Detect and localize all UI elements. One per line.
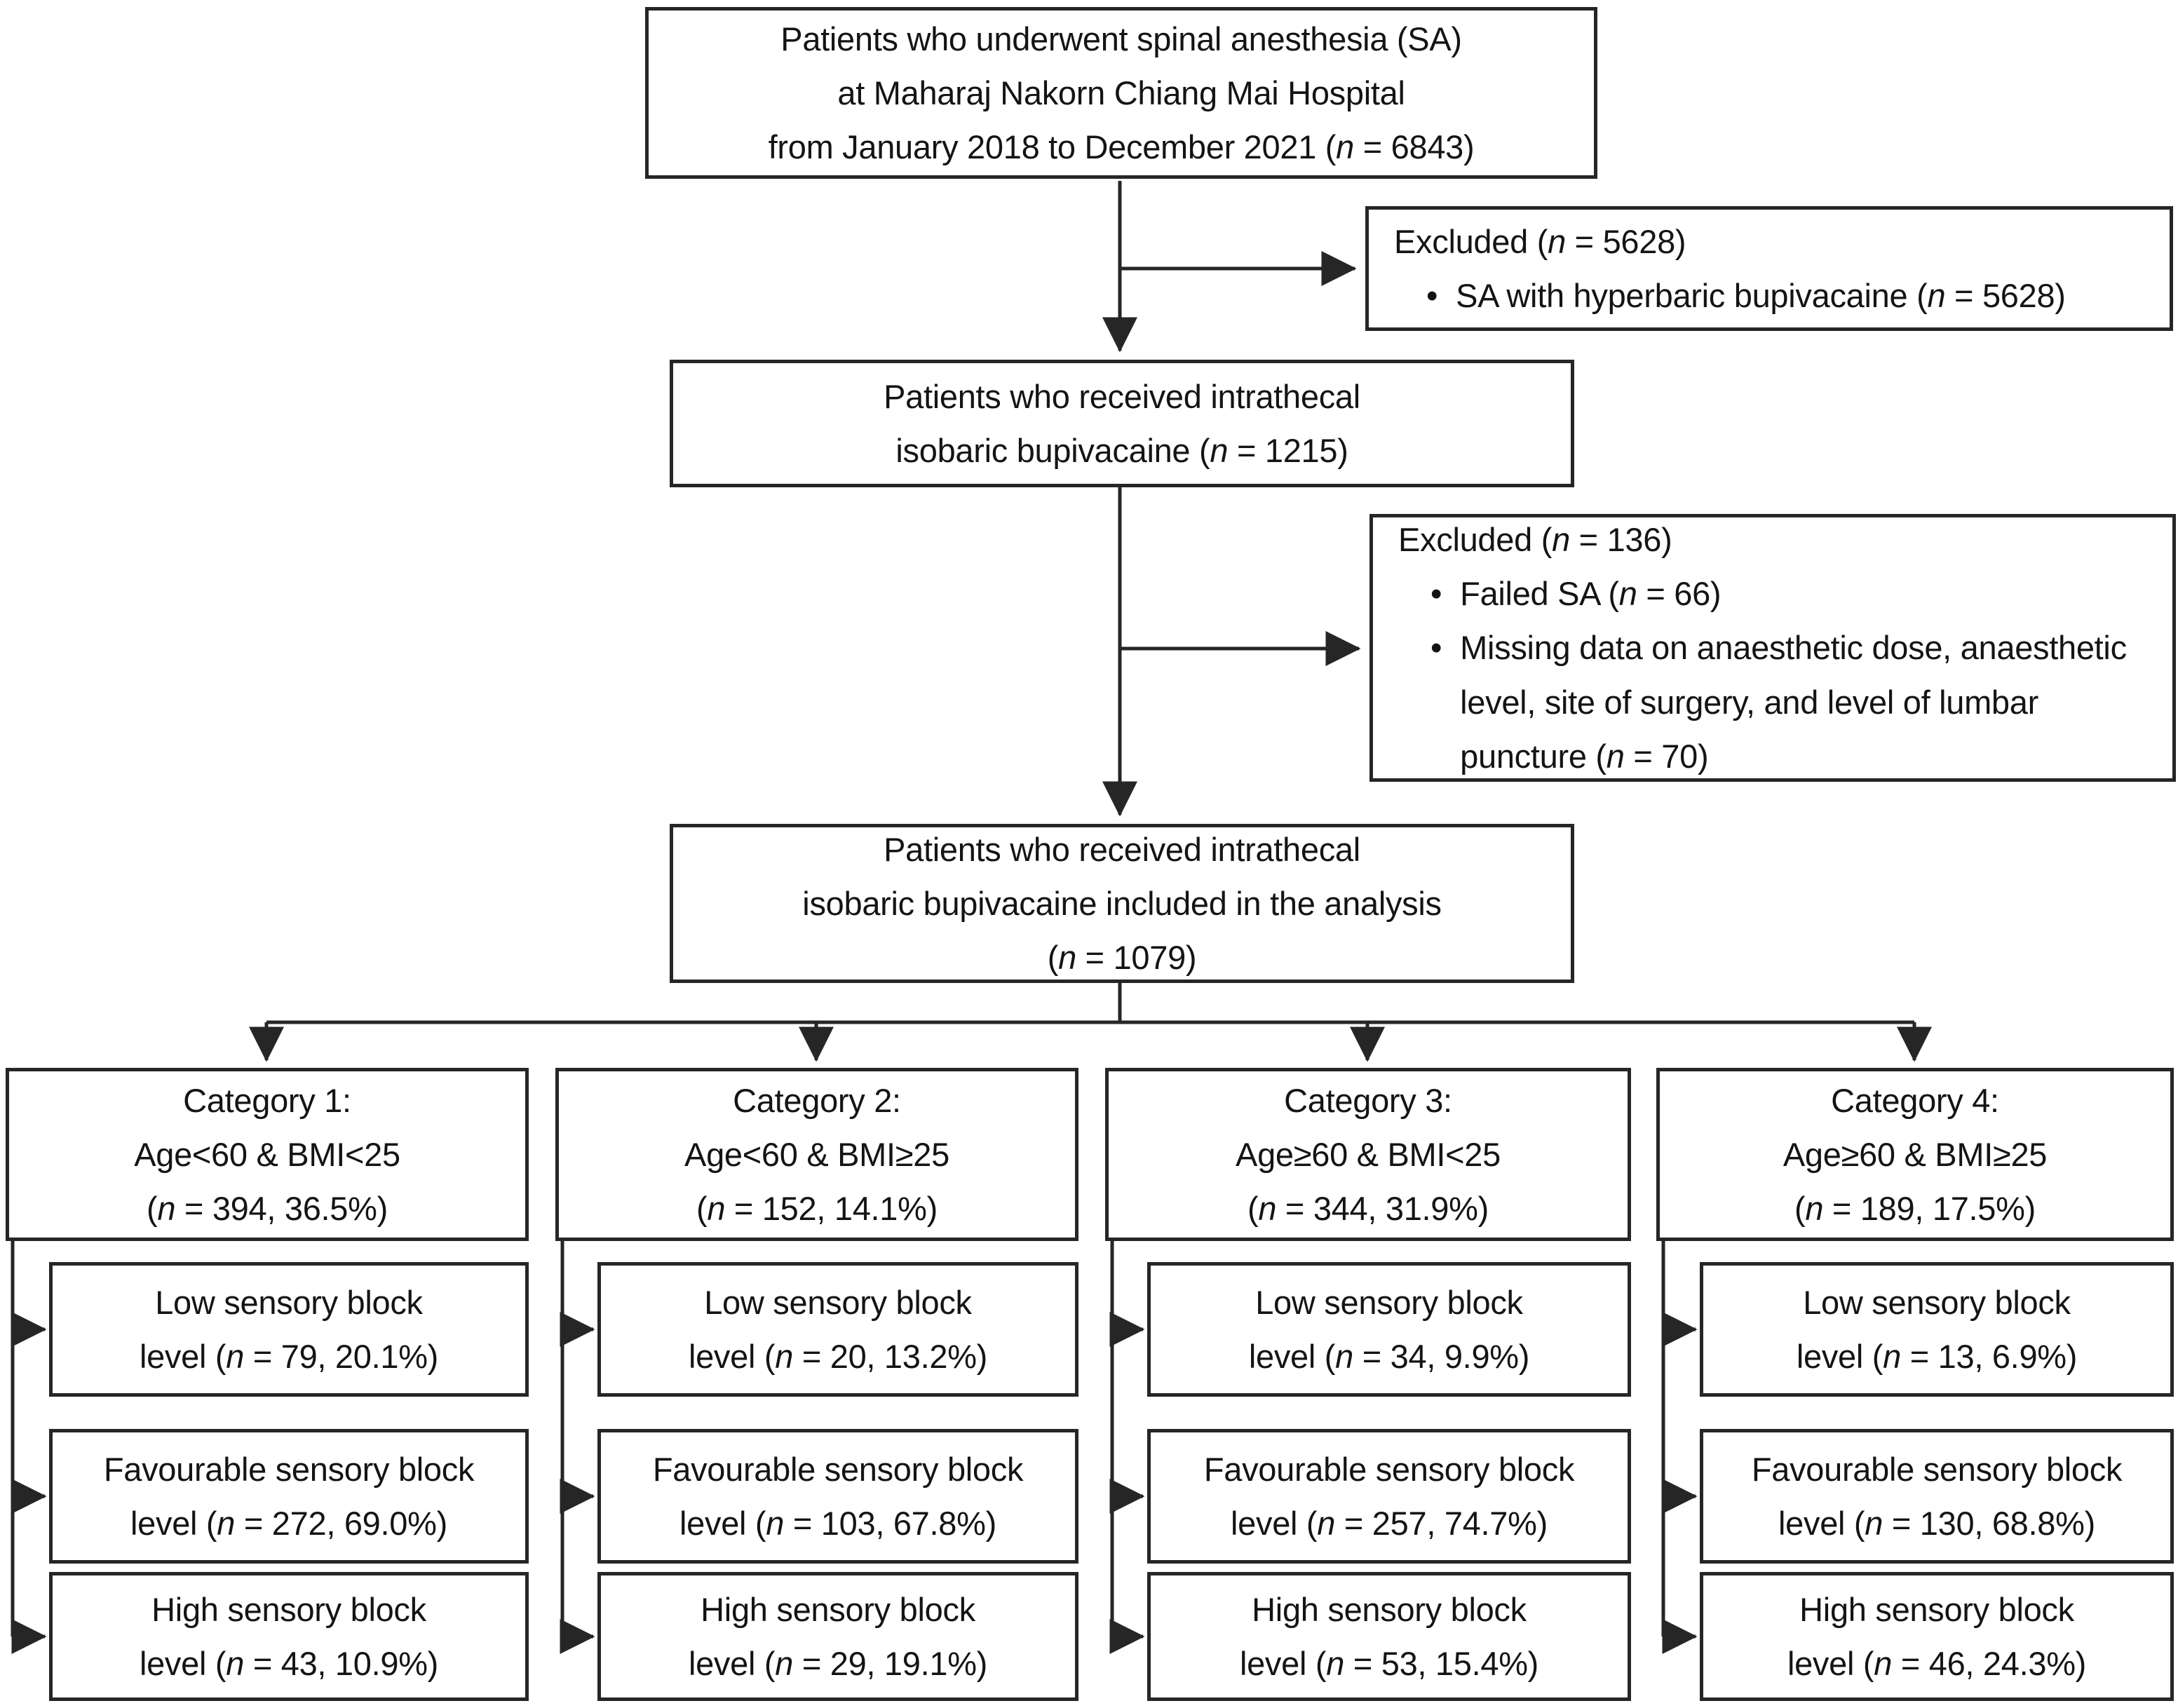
bullet-icon: • xyxy=(1430,629,1442,667)
flow-box-population: Patients who underwent spinal anesthesia… xyxy=(645,7,1597,179)
excluded-2-title: Excluded (n = 136) xyxy=(1398,521,1672,559)
category-1-box: Category 1:Age<60 & BMI<25(n = 394, 36.5… xyxy=(6,1068,529,1241)
category-4-box: Category 4:Age≥60 & BMI≥25(n = 189, 17.5… xyxy=(1656,1068,2174,1241)
category-2-box: Category 2:Age<60 & BMI≥25(n = 152, 14.1… xyxy=(555,1068,1078,1241)
category-2-text: Category 2:Age<60 & BMI≥25(n = 152, 14.1… xyxy=(684,1081,949,1228)
excluded-2-bullet-2-text: Missing data on anaesthetic dose, anaest… xyxy=(1460,629,2127,775)
flow-box-population-text: Patients who underwent spinal anesthesia… xyxy=(768,20,1475,166)
category-3-text: Category 3:Age≥60 & BMI<25(n = 344, 31.9… xyxy=(1236,1081,1501,1228)
flow-box-excluded-2: Excluded (n = 136) • Failed SA (n = 66) … xyxy=(1369,514,2176,782)
bullet-icon: • xyxy=(1430,575,1442,613)
category-1-text: Category 1:Age<60 & BMI<25(n = 394, 36.5… xyxy=(134,1081,400,1228)
flow-box-excluded-1: Excluded (n = 5628) • SA with hyperbaric… xyxy=(1365,206,2173,331)
excluded-1-bullet-1-text: SA with hyperbaric bupivacaine (n = 5628… xyxy=(1456,277,2066,314)
category-3-box: Category 3:Age≥60 & BMI<25(n = 344, 31.9… xyxy=(1105,1068,1631,1241)
excluded-1-title: Excluded (n = 5628) xyxy=(1394,222,1686,260)
excluded-1-bullet-1: • SA with hyperbaric bupivacaine (n = 56… xyxy=(1426,269,2066,323)
category-4-text: Category 4:Age≥60 & BMI≥25(n = 189, 17.5… xyxy=(1783,1081,2048,1228)
excluded-2-bullet-2: • Missing data on anaesthetic dose, anae… xyxy=(1430,621,2157,782)
excluded-2-bullet-1-text: Failed SA (n = 66) xyxy=(1460,575,1722,613)
excluded-2-bullet-1: • Failed SA (n = 66) xyxy=(1430,567,1722,621)
bullet-icon: • xyxy=(1426,277,1438,314)
